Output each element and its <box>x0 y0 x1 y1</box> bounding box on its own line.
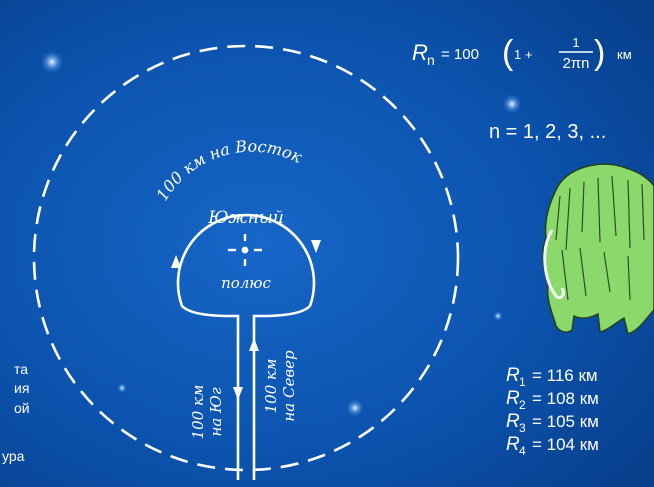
radius-subscript: 2 <box>519 398 526 412</box>
radius-subscript: 4 <box>519 444 526 458</box>
radius-symbol: R <box>506 434 520 455</box>
edge-text-fragment: ой <box>14 400 30 416</box>
radius-symbol: R <box>506 388 520 409</box>
radius-value: = 105 км <box>532 412 599 431</box>
radius-value: = 104 км <box>532 435 599 454</box>
mammoth-icon <box>543 164 654 334</box>
formula-paren-close: ) <box>594 34 605 72</box>
radius-value: = 108 км <box>532 389 599 408</box>
n-values: n = 1, 2, 3, ... <box>489 121 606 143</box>
formula-one-plus: 1 + <box>514 47 532 62</box>
radius-subscript: 3 <box>519 421 526 435</box>
route-north-label: 100 км на Север <box>262 350 298 422</box>
route-south-line1: 100 км <box>189 385 207 440</box>
formula-lhs: R <box>412 40 428 65</box>
radius-symbol: R <box>506 365 520 386</box>
formula-numerator: 1 <box>572 35 579 50</box>
formula-denominator: 2πn <box>562 55 589 72</box>
pole-bottom-label: полюс <box>221 274 271 292</box>
radius-subscript: 1 <box>519 375 526 389</box>
formula-unit: км <box>617 47 632 62</box>
pole-top-label: Южный <box>207 208 284 228</box>
edge-text-fragment: ия <box>14 380 29 396</box>
route-north-line1: 100 км <box>262 359 280 414</box>
edge-text-fragment: ура <box>2 448 25 464</box>
route-south-label: 100 км на Юг <box>189 385 225 440</box>
route-south-line2: на Юг <box>207 387 225 436</box>
edge-text-fragment: та <box>14 361 28 377</box>
formula-equals: = 100 <box>441 46 479 63</box>
formula-paren-open: ( <box>502 34 514 72</box>
route-north-line2: на Север <box>280 350 298 422</box>
radius-value: = 116 км <box>532 366 598 385</box>
formula-lhs-sub: n <box>427 52 435 68</box>
radius-symbol: R <box>506 411 520 432</box>
